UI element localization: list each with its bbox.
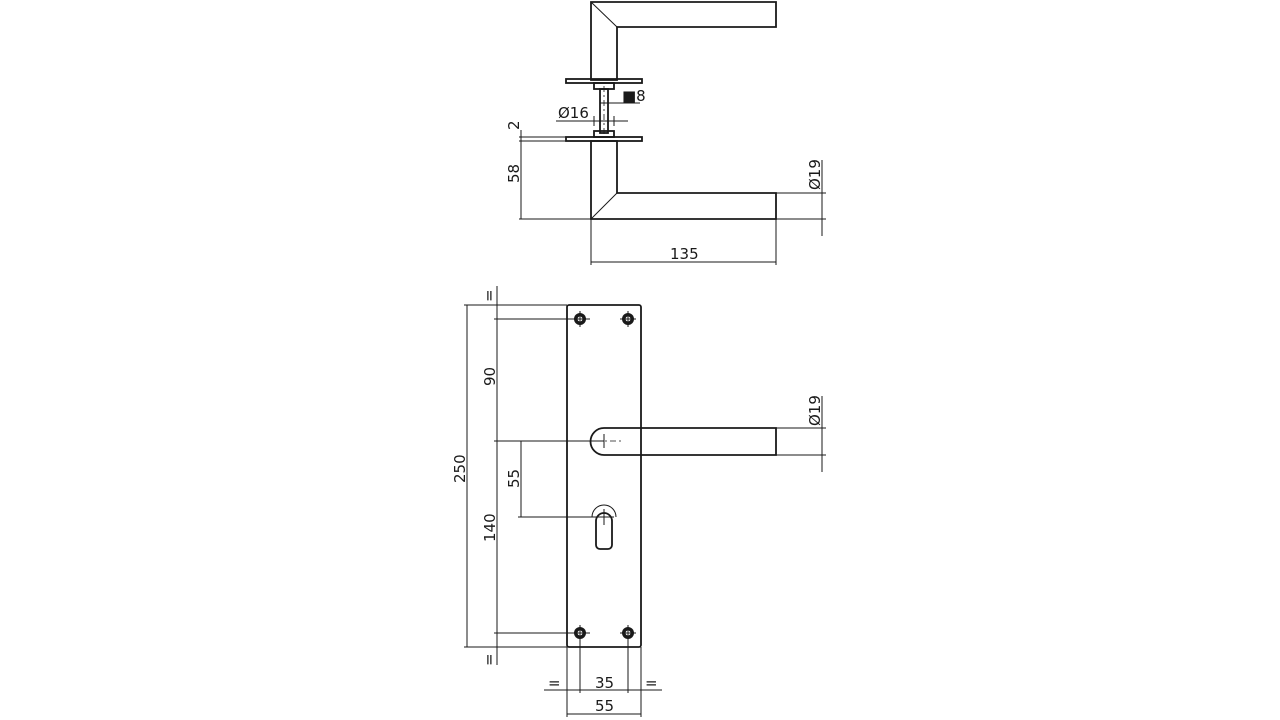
dim-35-label: 35 (595, 674, 614, 692)
dim-dia-top-label: Ø19 (806, 159, 824, 190)
front-lever-outline (589, 427, 777, 456)
dim-round-label: Ø16 (558, 104, 589, 122)
lower-lever-miter (590, 192, 618, 220)
lower-lever-outline (590, 140, 777, 220)
cylinder-cutout-inner (591, 504, 617, 518)
cylinder-cutout (595, 512, 613, 550)
dim-equal-bottom: = (480, 653, 498, 666)
dim-equal-top: = (480, 289, 498, 302)
dim-dia-front-label: Ø19 (806, 395, 824, 426)
upper-lever-miter (590, 1, 618, 28)
screw-hole-top-right (620, 311, 636, 327)
front-view: 250 = = 90 140 55 Ø19 = 35 = 55 (451, 286, 826, 717)
dim-58-label: 58 (505, 164, 523, 183)
upper-lever-outline (590, 1, 777, 81)
dim-square-label: ■8 (622, 87, 646, 105)
dim-rose-label: 2 (505, 120, 523, 130)
dim-140-label: 140 (481, 513, 499, 542)
dim-equal-right: = (645, 674, 658, 692)
dim-equal-left: = (548, 674, 561, 692)
dim-90-label: 90 (481, 367, 499, 386)
backplate (566, 304, 642, 648)
dim-55h-label: 55 (595, 697, 614, 715)
top-view: ■8 Ø16 2 58 Ø19 135 (505, 1, 826, 265)
dim-135-label: 135 (670, 245, 699, 263)
dim-250-label: 250 (451, 454, 469, 483)
dim-55v-label: 55 (505, 469, 523, 488)
